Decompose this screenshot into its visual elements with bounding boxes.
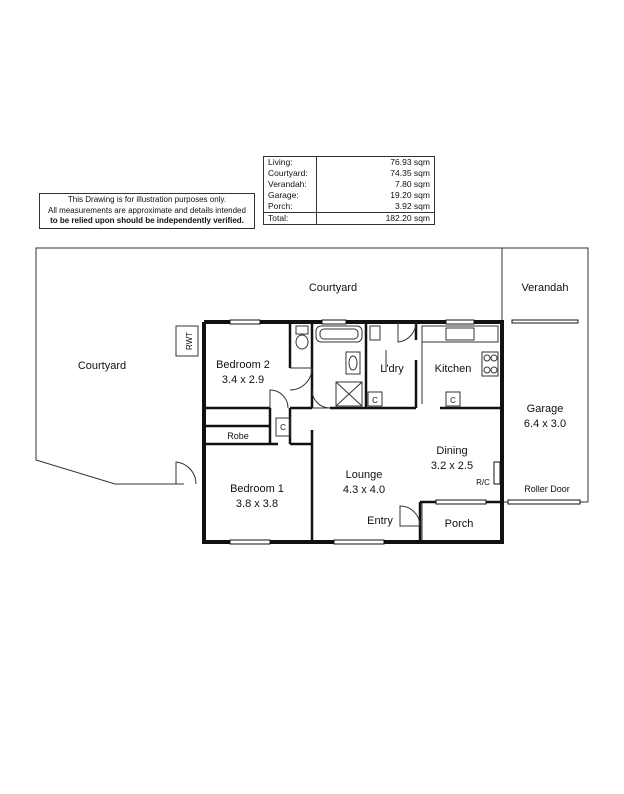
disclaimer-line-bold: to be relied upon should be independentl… xyxy=(50,216,244,225)
courtyard-top-label: Courtyard xyxy=(309,282,357,294)
lounge-name: Lounge xyxy=(346,469,383,481)
area-label: Verandah: xyxy=(263,179,317,190)
exterior-walls xyxy=(202,320,504,544)
door-swings xyxy=(175,321,421,527)
area-total-value: 182.20 sqm xyxy=(316,212,435,225)
area-value: 7.80 sqm xyxy=(395,179,430,189)
area-label: Porch: xyxy=(263,201,317,213)
rwt-label: RWT xyxy=(185,332,194,350)
area-row-living: Living: 76.93 sqm xyxy=(263,156,435,168)
cupboard-marker: C xyxy=(280,423,286,432)
area-value: 3.92 sqm xyxy=(395,201,430,211)
area-label: Courtyard: xyxy=(263,168,317,179)
disclaimer-line: All measurements are approximate and det… xyxy=(48,205,246,215)
disclaimer-line: This Drawing is for illustration purpose… xyxy=(67,195,227,204)
area-row-verandah: Verandah: 7.80 sqm xyxy=(263,179,435,190)
bedroom2-size: 3.4 x 2.9 xyxy=(222,374,264,386)
area-label: Garage: xyxy=(263,190,317,201)
dining-size: 3.2 x 2.5 xyxy=(431,460,473,472)
garage-size: 6.4 x 3.0 xyxy=(524,418,566,430)
roller-door-label: Roller Door xyxy=(524,484,570,494)
area-row-garage: Garage: 19.20 sqm xyxy=(263,190,435,201)
lounge-size: 4.3 x 4.0 xyxy=(343,484,385,496)
courtyard-boundary xyxy=(35,247,589,502)
bedroom2-name: Bedroom 2 xyxy=(216,359,270,371)
bedroom1-size: 3.8 x 3.8 xyxy=(236,498,278,510)
area-label: Living: xyxy=(263,156,317,168)
robe-label: Robe xyxy=(227,431,249,441)
area-value: 76.93 sqm xyxy=(390,157,430,167)
entry-label: Entry xyxy=(367,515,393,527)
area-row-courtyard: Courtyard: 74.35 sqm xyxy=(263,168,435,179)
dining-name: Dining xyxy=(436,445,467,457)
courtyard-left-label: Courtyard xyxy=(78,360,126,372)
cupboard-marker: C xyxy=(450,396,456,405)
verandah-label: Verandah xyxy=(521,282,568,294)
area-value: 74.35 sqm xyxy=(390,168,430,178)
garage-name: Garage xyxy=(527,403,564,415)
kitchen-fixtures xyxy=(421,325,499,404)
disclaimer-box: This Drawing is for illustration purpose… xyxy=(39,193,255,229)
laundry-label: L'dry xyxy=(380,363,404,375)
bathroom-fixtures xyxy=(295,325,381,407)
area-schedule-table: Living: 76.93 sqm Courtyard: 74.35 sqm V… xyxy=(263,156,435,225)
area-row-porch: Porch: 3.92 sqm xyxy=(263,201,435,213)
bedroom1-name: Bedroom 1 xyxy=(230,483,284,495)
area-row-total: Total: 182.20 sqm xyxy=(263,212,435,225)
cupboard-boxes xyxy=(175,325,461,437)
windows xyxy=(229,319,581,545)
area-total-label: Total: xyxy=(263,212,317,225)
rc-label: R/C xyxy=(476,478,490,487)
kitchen-label: Kitchen xyxy=(435,363,472,375)
area-value: 19.20 sqm xyxy=(390,190,430,200)
cupboard-marker: C xyxy=(372,396,378,405)
porch-label: Porch xyxy=(445,518,474,530)
